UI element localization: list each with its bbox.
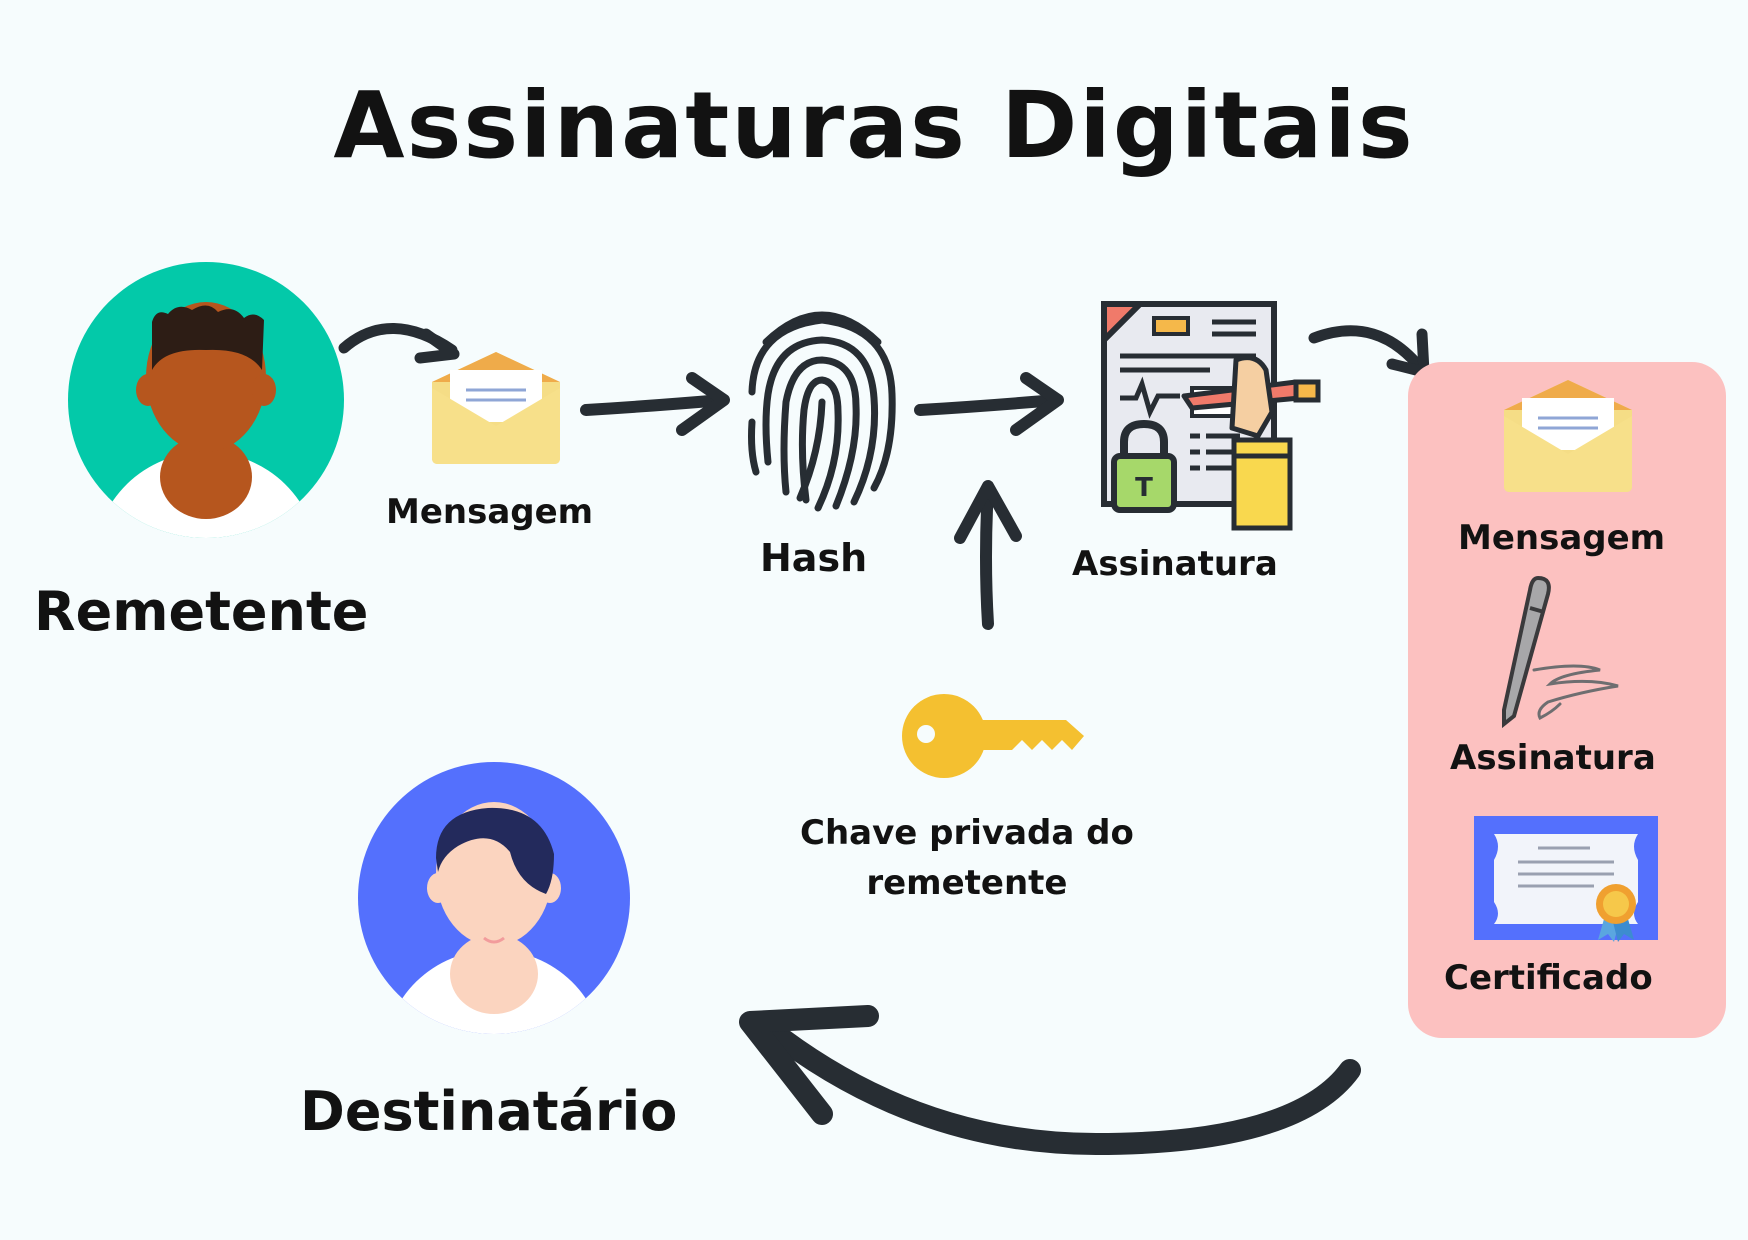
package-signature-label: Assinatura [1450, 738, 1656, 778]
envelope-icon [432, 352, 560, 464]
svg-text:T: T [1135, 473, 1153, 503]
hash-label: Hash [760, 536, 868, 580]
sender-avatar-icon [68, 262, 344, 538]
message-label: Mensagem [386, 492, 594, 532]
signed-document-icon: T [1101, 301, 1321, 531]
signature-label: Assinatura [1072, 544, 1278, 584]
private-key-label-line-2: remetente [866, 863, 1068, 903]
package-message-label: Mensagem [1458, 518, 1666, 558]
key-icon [902, 694, 1084, 778]
private-key-label-line-1: Chave privada do [800, 813, 1134, 853]
certificate-icon [1474, 816, 1658, 942]
private-key-label: Chave privada do remetente [800, 808, 1134, 908]
package-envelope-icon [1504, 380, 1632, 492]
sender-label: Remetente [34, 580, 369, 643]
recipient-avatar-icon [358, 762, 630, 1034]
arrow-up-icon [954, 480, 1022, 630]
arrow-icon [580, 372, 730, 436]
package-certificate-label: Certificado [1444, 958, 1653, 998]
arrow-icon [338, 323, 460, 364]
return-arrow-icon [739, 1005, 1361, 1156]
diagram-title: Assinaturas Digitais [333, 72, 1415, 179]
fingerprint-icon [748, 311, 896, 512]
pen-icon [1502, 575, 1619, 729]
recipient-label: Destinatário [300, 1080, 678, 1143]
arrow-icon [914, 372, 1064, 436]
